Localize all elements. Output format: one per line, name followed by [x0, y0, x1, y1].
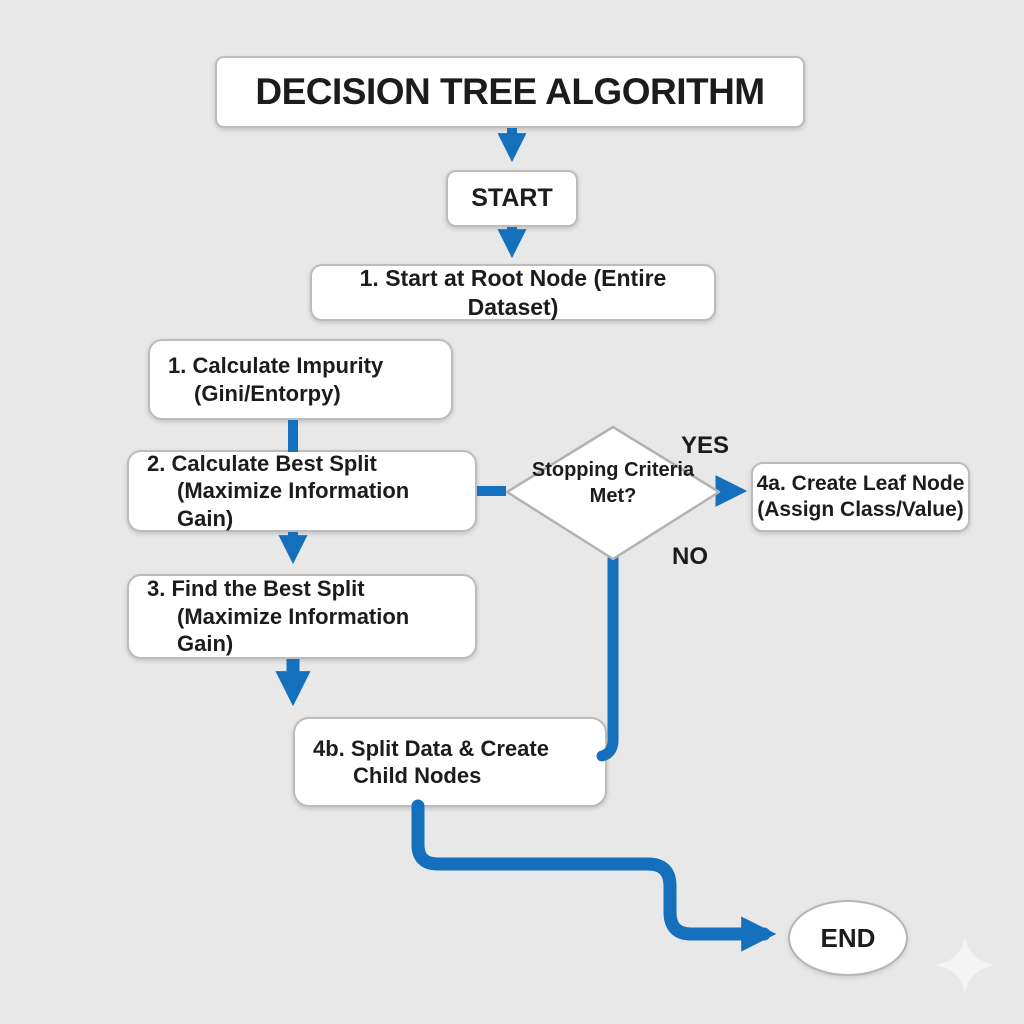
node-stopping-criteria-label: Stopping Criteria Met?: [528, 457, 698, 509]
stopping-criteria-line2: Met?: [589, 485, 637, 507]
node-start-label: START: [471, 183, 553, 212]
node-find-best-split: 3. Find the Best Split (Maximize Informa…: [127, 574, 477, 659]
branch-label-yes: YES: [681, 432, 730, 459]
node-calculate-best-split-line2: (Maximize Information Gain): [177, 478, 410, 531]
four-point-sparkle-icon: [935, 935, 995, 995]
node-split-data-line2: Child Nodes: [353, 763, 482, 788]
node-find-best-split-line2: (Maximize Information Gain): [177, 603, 410, 657]
node-split-data: 4b. Split Data & Create Child Nodes: [293, 717, 607, 807]
node-find-best-split-line1: 3. Find the Best Split: [147, 576, 365, 602]
node-end-label: END: [820, 922, 876, 953]
node-create-leaf-line1: 4a. Create Leaf Node: [756, 471, 965, 495]
node-root-label: 1. Start at Root Node (Entire Dataset): [359, 264, 667, 320]
flowchart-title-text: DECISION TREE ALGORITHM: [255, 70, 765, 112]
node-end: END: [788, 900, 908, 976]
branch-label-no: NO: [672, 543, 708, 570]
node-create-leaf-line2: (Assign Class/Value): [757, 498, 964, 521]
node-calculate-best-split: 2. Calculate Best Split (Maximize Inform…: [127, 450, 477, 532]
node-start: START: [446, 170, 578, 227]
node-split-data-line1: 4b. Split Data & Create: [313, 735, 549, 761]
node-root: 1. Start at Root Node (Entire Dataset): [310, 264, 716, 321]
flowchart-title: DECISION TREE ALGORITHM: [215, 56, 805, 128]
stopping-criteria-line1: Stopping Criteria: [531, 459, 695, 481]
node-calculate-impurity-line1: 1. Calculate Impurity: [168, 353, 384, 378]
node-calculate-impurity-line2: (Gini/Entorpy): [194, 380, 341, 406]
node-calculate-best-split-line1: 2. Calculate Best Split: [147, 450, 377, 476]
node-calculate-impurity: 1. Calculate Impurity (Gini/Entorpy): [148, 339, 453, 420]
node-create-leaf: 4a. Create Leaf Node (Assign Class/Value…: [751, 462, 970, 532]
arrow-splitdata-to-end: [411, 799, 777, 952]
